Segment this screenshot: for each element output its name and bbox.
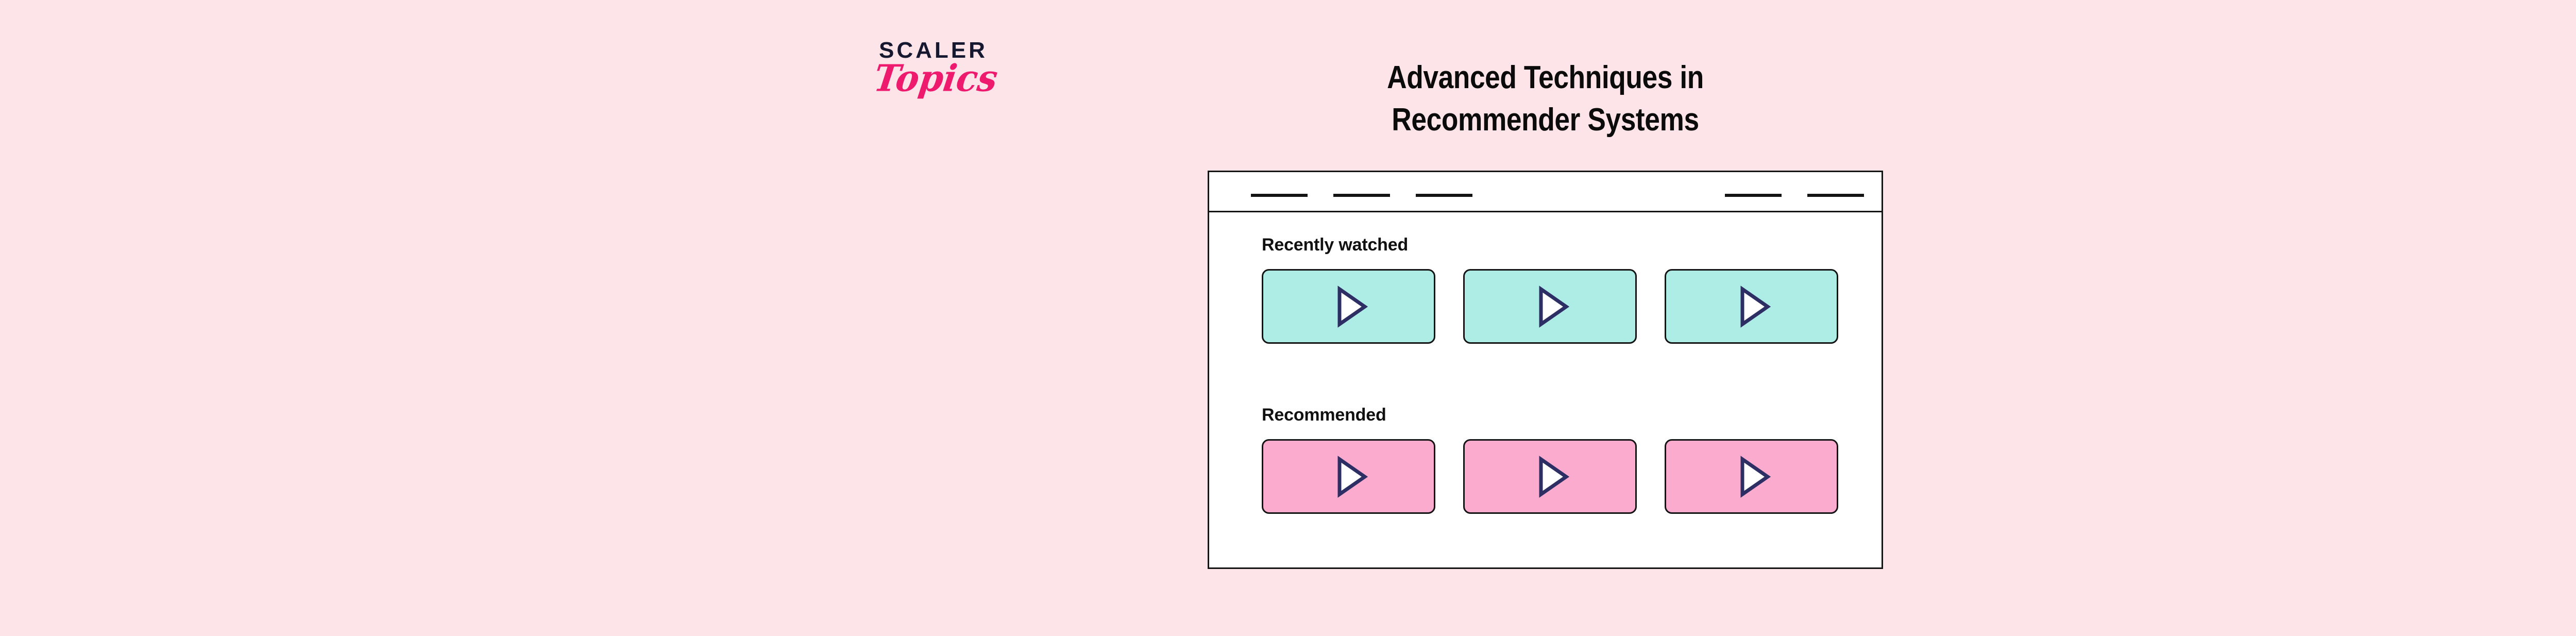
play-icon: [1539, 455, 1569, 498]
scaler-topics-logo: SCALER Topics: [871, 38, 1033, 100]
play-icon: [1740, 455, 1771, 498]
nav-dash-4[interactable]: [1725, 194, 1782, 197]
nav-dash-2[interactable]: [1333, 194, 1390, 197]
video-card-recommended-3[interactable]: [1665, 439, 1838, 514]
section-recently-watched: Recently watched: [1209, 236, 1882, 344]
logo-product-text: Topics: [871, 56, 1001, 100]
section-label-recommended: Recommended: [1262, 405, 1386, 425]
video-card-watched-1[interactable]: [1262, 269, 1435, 344]
section-recommended: Recommended: [1209, 406, 1882, 514]
play-icon: [1539, 285, 1569, 328]
window-body: Recently watched: [1209, 212, 1882, 567]
card-row-recommended: [1262, 439, 1882, 514]
nav-dash-3[interactable]: [1416, 194, 1472, 197]
video-card-watched-3[interactable]: [1665, 269, 1838, 344]
page-title-line-1: Advanced Techniques in: [1387, 60, 1704, 95]
page-title: Advanced Techniques in Recommender Syste…: [1255, 57, 1836, 141]
section-label-recently-watched: Recently watched: [1262, 235, 1409, 255]
browser-window-mockup: Recently watched: [1208, 171, 1883, 569]
video-card-recommended-1[interactable]: [1262, 439, 1435, 514]
card-row-recently-watched: [1262, 269, 1882, 344]
window-titlebar: [1209, 172, 1882, 212]
video-card-recommended-2[interactable]: [1463, 439, 1637, 514]
logo-brand-text: SCALER: [879, 38, 988, 63]
nav-dash-5[interactable]: [1807, 194, 1864, 197]
play-icon: [1337, 285, 1368, 328]
nav-dash-1[interactable]: [1251, 194, 1308, 197]
video-card-watched-2[interactable]: [1463, 269, 1637, 344]
page-title-line-2: Recommender Systems: [1392, 102, 1699, 138]
play-icon: [1740, 285, 1771, 328]
play-icon: [1337, 455, 1368, 498]
